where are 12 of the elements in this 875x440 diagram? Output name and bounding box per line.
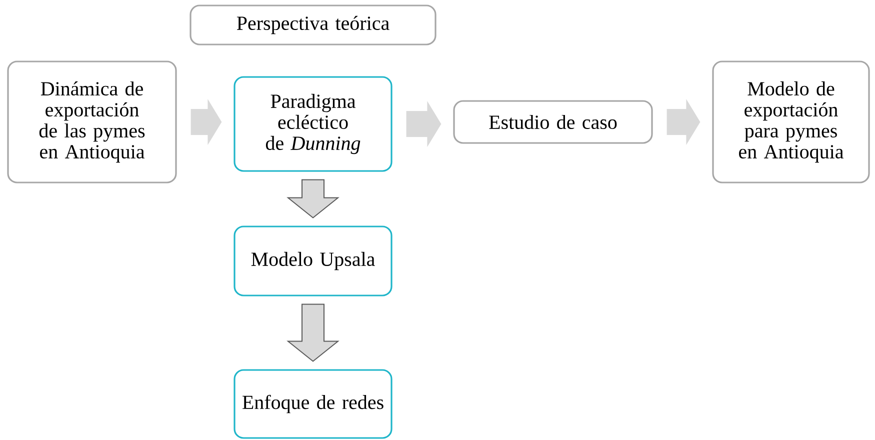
- block-arrow: [286, 179, 340, 218]
- text-box: Estudio de caso: [453, 100, 653, 144]
- process-box: Modelo Upsala: [234, 226, 392, 296]
- block-arrow: [286, 304, 340, 362]
- block-arrow: [666, 99, 700, 145]
- block-arrow: [406, 101, 442, 147]
- text-box: Dinámica de exportación de las pymes en Antioquia: [7, 60, 177, 184]
- process-box: Paradigma ecléctico de Dunning: [234, 76, 392, 172]
- text-box: Modelo de exportación para pymes en Antioquia: [712, 60, 870, 184]
- text-box: Perspectiva teórica: [190, 4, 436, 46]
- process-box: Enfoque de redes: [234, 369, 392, 439]
- block-arrow: [190, 99, 222, 145]
